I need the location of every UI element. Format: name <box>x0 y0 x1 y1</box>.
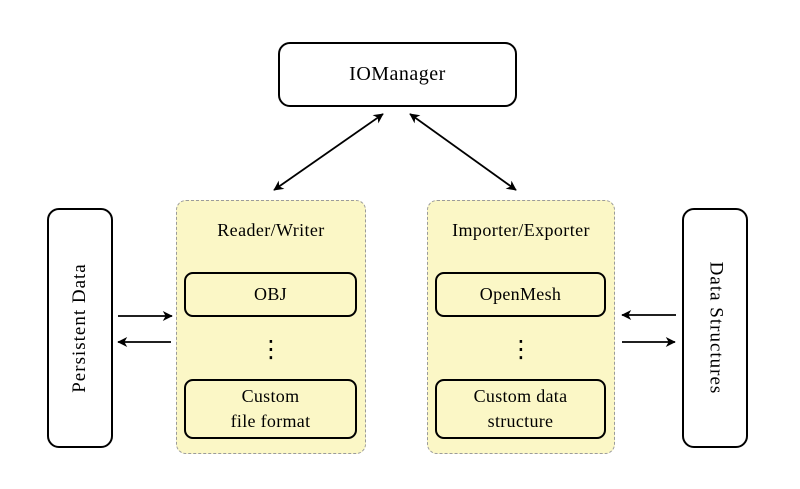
iomanager-label: IOManager <box>349 63 446 85</box>
openmesh-label: OpenMesh <box>479 284 562 304</box>
vertical-ellipsis: ⋮ <box>259 335 283 363</box>
node-obj: OBJ <box>184 272 357 317</box>
node-openmesh: OpenMesh <box>435 272 606 317</box>
node-data-structures: Data Structures <box>682 208 748 448</box>
custom-file-format-line1: Custom <box>241 386 300 406</box>
importer-exporter-title: Importer/Exporter <box>452 220 590 240</box>
vertical-ellipsis: ⋮ <box>509 335 533 363</box>
custom-data-structure-line1: Custom data <box>473 386 568 406</box>
node-custom-data-structure: Custom data structure <box>435 379 606 439</box>
persistent-data-label: Persistent Data <box>69 263 91 393</box>
custom-data-structure-line2: structure <box>487 411 554 431</box>
node-iomanager: IOManager <box>278 42 517 107</box>
reader-writer-title: Reader/Writer <box>217 220 325 240</box>
data-structures-label: Data Structures <box>705 261 726 395</box>
arrow-iomanager-importerexporter <box>409 113 517 191</box>
panel-reader-writer: Reader/Writer OBJ ⋮ Custom file format <box>176 200 366 454</box>
node-custom-file-format: Custom file format <box>184 379 357 439</box>
node-persistent-data: Persistent Data <box>47 208 113 448</box>
custom-file-format-line2: file format <box>230 411 311 431</box>
obj-label: OBJ <box>254 284 287 304</box>
arrow-iomanager-readerwriter <box>273 113 384 191</box>
panel-importer-exporter: Importer/Exporter OpenMesh ⋮ Custom data… <box>427 200 615 454</box>
